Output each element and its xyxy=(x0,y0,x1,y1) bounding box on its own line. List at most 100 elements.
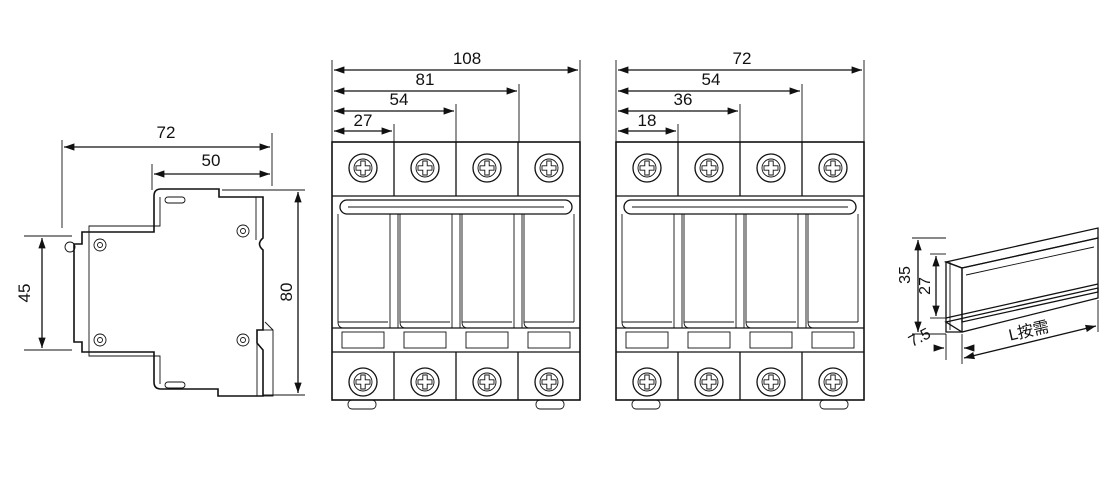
screw-inner xyxy=(699,158,719,178)
terminal-screw-icon xyxy=(348,367,378,397)
terminal-screw-icon xyxy=(756,153,786,183)
mounting-foot xyxy=(535,399,565,410)
terminal-screw-icon xyxy=(632,153,662,183)
screw-cross xyxy=(417,374,433,390)
screw-outer xyxy=(472,367,502,397)
screw-cross xyxy=(701,374,717,390)
terminal-tab xyxy=(465,331,509,349)
screw-cross xyxy=(825,374,841,390)
dimension-label: 54 xyxy=(702,70,721,89)
terminal-screw-icon xyxy=(632,367,662,397)
screw-cross xyxy=(763,374,779,390)
screw-inner xyxy=(477,372,497,392)
screw-outer xyxy=(818,367,848,397)
screw-outer xyxy=(410,153,440,183)
terminal-screw-icon xyxy=(472,367,502,397)
screw-cross xyxy=(541,160,557,176)
screw-cross xyxy=(541,374,557,390)
terminal-screw-icon xyxy=(472,153,502,183)
rail-length-dimension-line xyxy=(963,324,1097,360)
top-slot xyxy=(164,196,186,204)
screw-outer xyxy=(756,153,786,183)
din-rail-view: 35 27 7.5 L按需 xyxy=(897,227,1099,364)
screw-outer xyxy=(818,153,848,183)
screw-inner xyxy=(637,372,657,392)
screw-inner xyxy=(539,158,559,178)
screw-cross xyxy=(355,160,371,176)
screw-cross xyxy=(639,160,655,176)
dimension-label: 81 xyxy=(416,70,435,89)
terminal-screw-icon xyxy=(818,367,848,397)
screw-inner xyxy=(823,372,843,392)
rail-height-label: 35 xyxy=(897,266,914,284)
screw-cross xyxy=(479,160,495,176)
rivet-icon xyxy=(93,333,107,347)
screw-cross xyxy=(479,374,495,390)
dimension-label: 36 xyxy=(674,90,693,109)
screw-outer xyxy=(694,153,724,183)
dimension-label: 27 xyxy=(354,111,373,130)
screw-inner xyxy=(353,158,373,178)
screw-outer xyxy=(348,153,378,183)
terminal-screw-icon xyxy=(534,153,564,183)
screw-inner xyxy=(477,158,497,178)
screw-outer xyxy=(534,367,564,397)
terminal-screw-icon xyxy=(410,367,440,397)
screw-outer xyxy=(534,153,564,183)
screw-inner xyxy=(761,372,781,392)
dimension-label: 18 xyxy=(638,111,657,130)
compact-four-pole-front-view: 72 54 36 18 xyxy=(615,49,865,410)
terminal-screw-icon xyxy=(694,367,724,397)
overall-dimension-label: 108 xyxy=(453,49,481,68)
rivet-icon xyxy=(236,224,250,238)
screw-inner xyxy=(823,158,843,178)
terminal-screw-icon xyxy=(818,153,848,183)
terminal-tab xyxy=(403,331,447,349)
mounting-foot xyxy=(631,399,661,410)
four-pole-front-view: 108 81 54 27 xyxy=(331,49,581,410)
terminal-tab xyxy=(687,331,731,349)
screw-outer xyxy=(632,367,662,397)
screw-cross xyxy=(417,160,433,176)
rivet-icon xyxy=(93,238,107,252)
terminal-screw-icon xyxy=(348,153,378,183)
dimension-label: 54 xyxy=(390,90,409,109)
screw-inner xyxy=(353,372,373,392)
terminal-tab xyxy=(625,331,669,349)
terminal-tab xyxy=(341,331,385,349)
terminal-screw-icon xyxy=(410,153,440,183)
screw-inner xyxy=(637,158,657,178)
terminal-screw-icon xyxy=(756,367,786,397)
screw-inner xyxy=(415,158,435,178)
screw-outer xyxy=(756,367,786,397)
screw-cross xyxy=(639,374,655,390)
height-dimension-label: 80 xyxy=(277,283,296,302)
mounting-foot xyxy=(347,399,377,410)
overall-dimension-label: 72 xyxy=(733,49,752,68)
rivet-icon xyxy=(236,333,250,347)
screw-outer xyxy=(410,367,440,397)
rail-inner-label: 27 xyxy=(917,277,934,295)
screw-inner xyxy=(539,372,559,392)
screw-inner xyxy=(415,372,435,392)
screw-cross xyxy=(355,374,371,390)
screw-outer xyxy=(472,153,502,183)
breaker-body xyxy=(615,141,865,410)
screw-cross xyxy=(763,160,779,176)
mount-dimension-label: 45 xyxy=(15,284,34,303)
side-body-outline xyxy=(73,188,264,397)
rail-length-label: L按需 xyxy=(1007,318,1051,345)
screw-cross xyxy=(825,160,841,176)
side-view: 72 50 80 45 xyxy=(15,123,305,397)
handle-bar xyxy=(623,199,857,215)
terminal-tab xyxy=(527,331,571,349)
rail-flange-label: 7.5 xyxy=(906,325,934,350)
screw-outer xyxy=(632,153,662,183)
screw-inner xyxy=(699,372,719,392)
terminal-screw-icon xyxy=(534,367,564,397)
mounting-foot xyxy=(819,399,849,410)
screw-inner xyxy=(761,158,781,178)
terminal-screw-icon xyxy=(694,153,724,183)
